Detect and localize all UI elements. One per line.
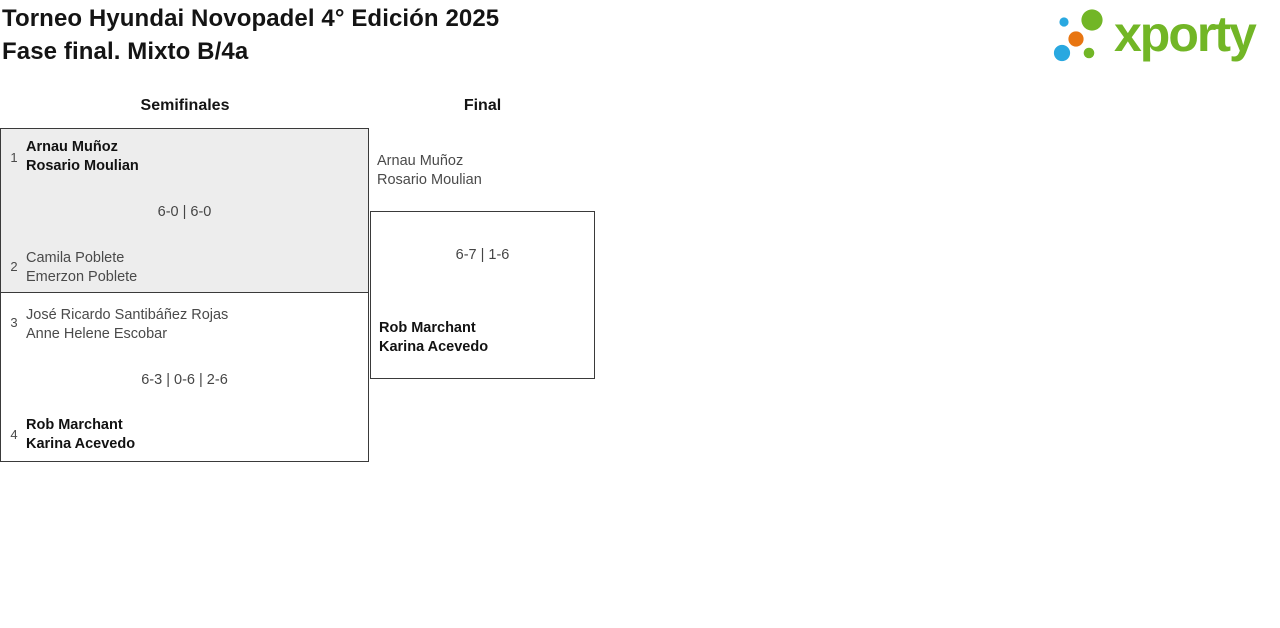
match-score: 6-3 | 0-6 | 2-6 bbox=[141, 372, 228, 388]
player-name: Karina Acevedo bbox=[26, 436, 136, 452]
team-semifinal2-team2: Rob Marchant Karina Acevedo bbox=[26, 416, 135, 454]
team-semifinal1-team2: Camila Poblete Emerzon Poblete bbox=[26, 249, 137, 287]
match-card-semifinal-1[interactable]: 1 Arnau Muñoz Rosario Moulian 6-0 | 6-0 … bbox=[0, 128, 369, 293]
page-title-line2: Fase final. Mixto B/4a bbox=[2, 38, 249, 65]
player-name: José Ricardo Santibáñez Rojas bbox=[26, 307, 229, 323]
team-final-team1: Arnau Muñoz Rosario Moulian bbox=[377, 152, 482, 190]
seed-number: 1 bbox=[10, 150, 18, 165]
player-name: Rosario Moulian bbox=[377, 172, 482, 188]
round-header-semifinales: Semifinales bbox=[140, 97, 230, 114]
logo-dot-green-small bbox=[1083, 47, 1095, 59]
xporty-logo[interactable]: xporty bbox=[1046, 3, 1257, 65]
xporty-logo-dots-icon bbox=[1053, 9, 1103, 62]
match-score: 6-0 | 6-0 bbox=[157, 204, 212, 220]
match-card-semifinal-2[interactable]: 3 José Ricardo Santibáñez Rojas Anne Hel… bbox=[0, 292, 369, 462]
player-name: Emerzon Poblete bbox=[26, 269, 138, 285]
logo-dot-blue-large bbox=[1053, 44, 1071, 62]
player-name: Arnau Muñoz bbox=[377, 153, 464, 169]
seed-number: 3 bbox=[10, 315, 18, 330]
logo-dot-orange bbox=[1068, 31, 1084, 47]
match-score: 6-7 | 1-6 bbox=[455, 247, 510, 263]
team-final-team2: Rob Marchant Karina Acevedo bbox=[379, 319, 488, 357]
page-title: Torneo Hyundai Novopadel 4° Edición 2025… bbox=[2, 2, 499, 68]
page-title-line1: Torneo Hyundai Novopadel 4° Edición 2025 bbox=[2, 5, 500, 32]
player-name: Rosario Moulian bbox=[26, 158, 139, 174]
logo-dot-green-large bbox=[1081, 9, 1103, 31]
logo-dot-blue-small bbox=[1059, 17, 1069, 27]
seed-number: 4 bbox=[10, 427, 18, 442]
match-card-final[interactable]: 6-7 | 1-6 Rob Marchant Karina Acevedo bbox=[370, 211, 595, 379]
xporty-logo-text: xporty bbox=[1114, 6, 1257, 62]
player-name: Karina Acevedo bbox=[379, 339, 489, 355]
player-name: Rob Marchant bbox=[379, 320, 476, 336]
round-header-final: Final bbox=[463, 97, 502, 114]
team-semifinal1-team1: Arnau Muñoz Rosario Moulian bbox=[26, 138, 139, 176]
player-name: Arnau Muñoz bbox=[26, 139, 118, 155]
player-name: Rob Marchant bbox=[26, 417, 123, 433]
player-name: Camila Poblete bbox=[26, 250, 125, 266]
player-name: Anne Helene Escobar bbox=[26, 326, 168, 342]
seed-number: 2 bbox=[10, 259, 18, 274]
team-semifinal2-team1: José Ricardo Santibáñez Rojas Anne Helen… bbox=[26, 306, 228, 344]
